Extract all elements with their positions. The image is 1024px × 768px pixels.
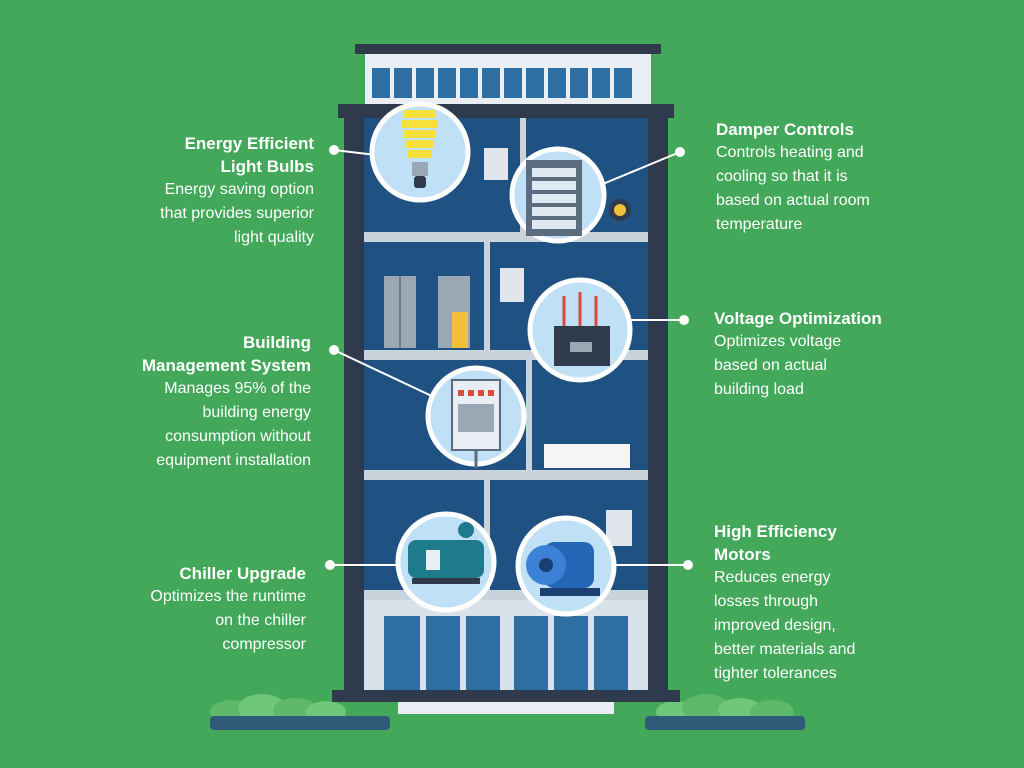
callout-description: building load [714, 381, 804, 398]
callout-title: Management System [141, 356, 311, 375]
callout-description: Optimizes the runtime [150, 588, 306, 605]
damper-icon [509, 146, 607, 244]
callout-title: Light Bulbs [220, 157, 314, 176]
callout-description: cooling so that it is [716, 168, 848, 185]
light-bulb-icon [369, 101, 471, 203]
callout-voltage-optimization: Voltage Optimization Optimizes voltage b… [714, 307, 882, 402]
left-shrubs [210, 694, 390, 730]
callout-title: Building [243, 333, 311, 352]
motor-icon [515, 515, 617, 617]
callout-high-efficiency-motors: High Efficiency Motors Reduces energy lo… [714, 520, 855, 686]
callout-title: Motors [714, 545, 771, 564]
callout-title: Voltage Optimization [714, 309, 882, 328]
callout-description: improved design, [714, 617, 836, 634]
callout-damper-controls: Damper Controls Controls heating and coo… [716, 118, 870, 237]
callout-title: Energy Efficient [184, 134, 314, 153]
right-shrubs [645, 694, 805, 730]
callout-description: light quality [233, 229, 314, 246]
chiller-icon [395, 511, 497, 613]
callout-description: compressor [222, 636, 306, 653]
callout-description: based on actual [714, 357, 827, 374]
callout-description: Manages 95% of the [164, 380, 311, 397]
callout-building-management-system: Building Management System Manages 95% o… [142, 331, 311, 473]
thermostat-icon [609, 199, 631, 221]
callout-description: losses through [714, 593, 819, 610]
connector-lines [325, 145, 693, 570]
callout-description: that provides superior [160, 205, 314, 222]
callout-description: tighter tolerances [714, 665, 837, 682]
callout-title: Damper Controls [716, 120, 854, 139]
callout-description: Controls heating and [716, 144, 864, 161]
callout-description: Reduces energy [714, 569, 831, 586]
callout-description: on the chiller [215, 612, 306, 629]
rooftop [355, 44, 661, 104]
callout-title: Chiller Upgrade [179, 564, 306, 583]
callout-energy-efficient-light-bulbs: Energy Efficient Light Bulbs Energy savi… [160, 132, 314, 250]
callout-description: Energy saving option [164, 181, 314, 198]
callout-title: High Efficiency [714, 522, 837, 541]
transformer-icon [527, 277, 633, 383]
callout-description: based on actual room [716, 192, 870, 209]
control-panel-icon [425, 365, 527, 468]
callout-description: consumption without [165, 428, 311, 445]
callout-description: equipment installation [156, 452, 311, 469]
callout-chiller-upgrade: Chiller Upgrade Optimizes the runtime on… [150, 562, 306, 657]
callout-description: Optimizes voltage [714, 333, 842, 350]
callout-description: better materials and [714, 641, 856, 658]
callout-description: building energy [202, 404, 311, 421]
callout-description: temperature [716, 216, 803, 233]
